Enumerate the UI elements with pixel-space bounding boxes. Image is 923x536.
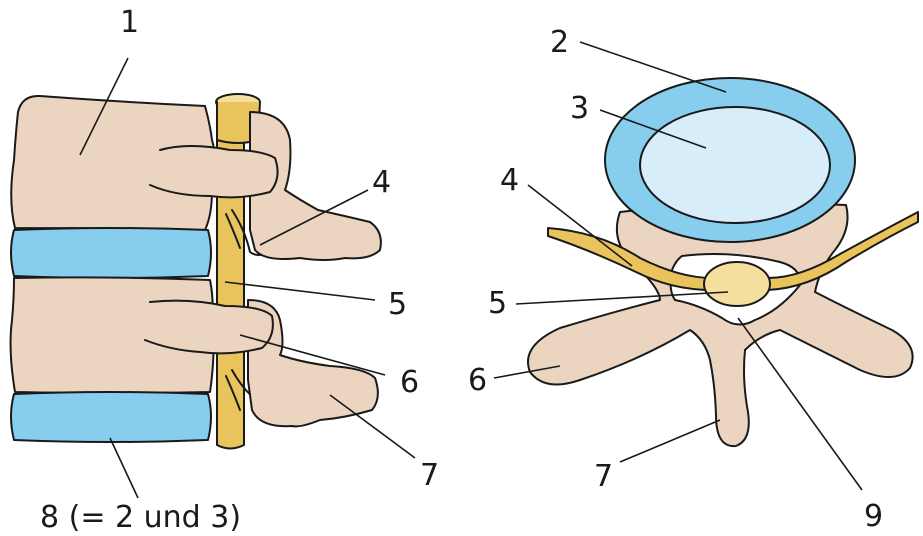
top-leader-7	[620, 420, 720, 462]
side-disc-upper	[11, 228, 211, 278]
top-label-3: 3	[570, 91, 589, 126]
top-label-7: 7	[594, 459, 613, 494]
top-view: 2 3 4 5 6 7 9	[468, 25, 918, 534]
top-label-6: 6	[468, 363, 487, 398]
side-vertebra-fold-upper	[150, 146, 278, 197]
side-leader-5	[225, 282, 375, 300]
top-disc-nucleus	[640, 107, 830, 223]
side-disc-lower	[11, 392, 211, 442]
side-view: 1 4 5 6 7 8 (= 2 und 3)	[11, 5, 440, 535]
side-label-6: 6	[400, 365, 419, 400]
side-label-8: 8 (= 2 und 3)	[40, 500, 241, 535]
top-label-4: 4	[500, 163, 519, 198]
side-label-7: 7	[420, 458, 439, 493]
side-label-4: 4	[372, 165, 391, 200]
side-vertebra-fold-lower	[145, 301, 273, 354]
top-label-5: 5	[488, 286, 507, 321]
side-label-5: 5	[388, 287, 407, 322]
side-leader-8	[110, 438, 138, 498]
side-label-1: 1	[120, 5, 139, 40]
top-label-9: 9	[864, 499, 883, 534]
top-label-2: 2	[550, 25, 569, 60]
top-spinal-cord	[704, 262, 770, 306]
top-leader-2	[580, 42, 726, 92]
